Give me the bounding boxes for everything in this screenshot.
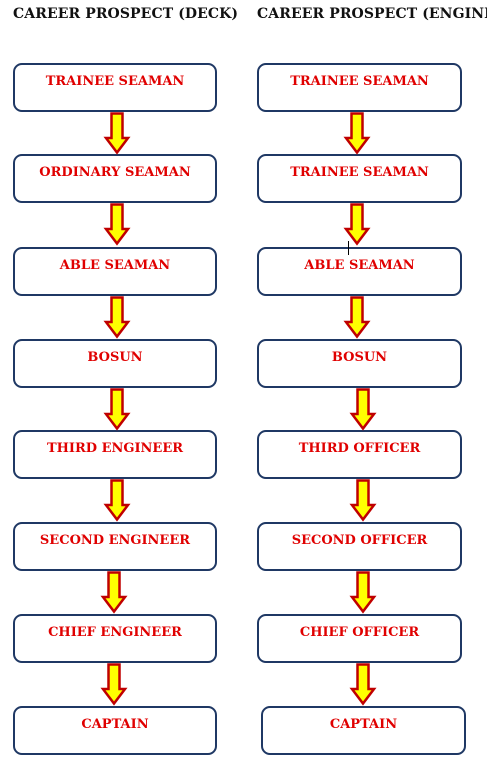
down-arrow-icon <box>100 571 128 614</box>
down-arrow-icon <box>349 388 377 431</box>
engine-step-label: CAPTAIN <box>329 717 398 732</box>
engine-step-box: TRAINEE SEAMAN <box>257 63 462 112</box>
deck-step-box: BOSUN <box>13 339 217 388</box>
engine-step-label: TRAINEE SEAMAN <box>290 74 429 89</box>
engine-step-box: BOSUN <box>257 339 462 388</box>
down-arrow-icon <box>343 203 371 246</box>
deck-step-box: THIRD ENGINEER <box>13 430 217 479</box>
down-arrow-icon <box>349 479 377 522</box>
engine-step-label: CHIEF OFFICER <box>299 625 420 640</box>
engine-step-box: SECOND OFFICER <box>257 522 462 571</box>
deck-step-box: TRAINEE SEAMAN <box>13 63 217 112</box>
engine-step-box: CHIEF OFFICER <box>257 614 462 663</box>
deck-step-box: ABLE SEAMAN <box>13 247 217 296</box>
deck-step-box: ORDINARY SEAMAN <box>13 154 217 203</box>
down-arrow-icon <box>100 663 128 706</box>
down-arrow-icon <box>103 388 131 431</box>
down-arrow-icon <box>343 112 371 155</box>
deck-step-label: CHIEF ENGINEER <box>48 625 182 640</box>
down-arrow-icon <box>103 112 131 155</box>
down-arrow-icon <box>103 203 131 246</box>
deck-step-box: SECOND ENGINEER <box>13 522 217 571</box>
engine-step-box: THIRD OFFICER <box>257 430 462 479</box>
engine-step-box: CAPTAIN <box>261 706 466 755</box>
deck-step-label: THIRD ENGINEER <box>46 441 184 456</box>
deck-step-label: SECOND ENGINEER <box>39 533 191 548</box>
deck-step-box: CAPTAIN <box>13 706 217 755</box>
engine-step-label: BOSUN <box>331 350 388 365</box>
deck-step-label: ABLE SEAMAN <box>59 258 171 273</box>
down-arrow-icon <box>103 296 131 339</box>
deck-step-label: ORDINARY SEAMAN <box>39 165 191 180</box>
engine-step-label: TRAINEE SEAMAN <box>290 165 429 180</box>
engine-step-label: ABLE SEAMAN <box>304 258 415 273</box>
down-arrow-icon <box>349 663 377 706</box>
text-cursor <box>348 241 349 255</box>
engine-step-box: TRAINEE SEAMAN <box>257 154 462 203</box>
deck-step-label: CAPTAIN <box>81 717 149 732</box>
deck-step-box: CHIEF ENGINEER <box>13 614 217 663</box>
engine-step-box: ABLE SEAMAN <box>257 247 462 296</box>
deck-step-label: BOSUN <box>87 350 143 365</box>
engine-step-label: THIRD OFFICER <box>298 441 421 456</box>
down-arrow-icon <box>349 571 377 614</box>
engine-column-title: CAREER PROSPECT (ENGINE) <box>257 6 487 22</box>
deck-step-label: TRAINEE SEAMAN <box>45 74 185 89</box>
down-arrow-icon <box>103 479 131 522</box>
deck-column-title: CAREER PROSPECT (DECK) <box>13 6 239 22</box>
down-arrow-icon <box>343 296 371 339</box>
engine-step-label: SECOND OFFICER <box>291 533 428 548</box>
